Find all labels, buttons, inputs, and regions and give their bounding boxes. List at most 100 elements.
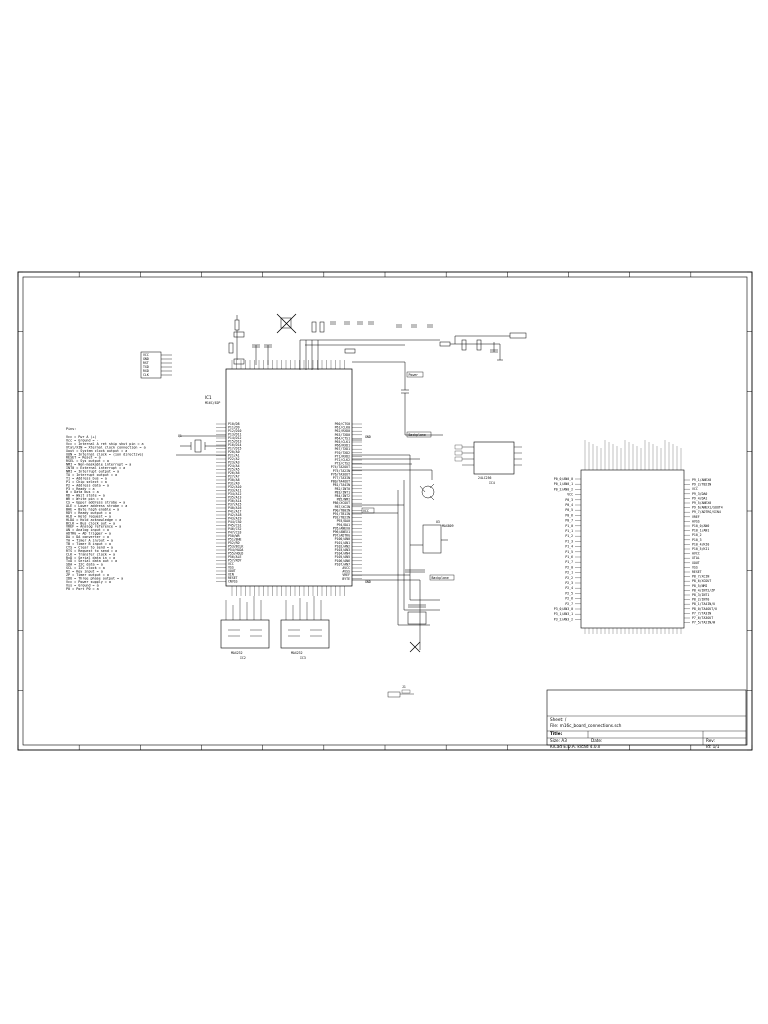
pinout-right-label: P10_0/AN0 (692, 524, 709, 528)
pinout-left-label: P1_7 (565, 560, 573, 564)
tb-rev: Rev: (706, 738, 715, 743)
pinout-left-label: P1_4 (565, 545, 573, 549)
mcu-ref: IC1 (205, 395, 212, 400)
mcu-left-pin: P10/D8 (228, 422, 240, 426)
mcu-left-pin: P27/A7 (228, 475, 240, 479)
pinout-left-label: P1_0 (565, 524, 573, 528)
note-line: SDA = I2C data = a (66, 563, 103, 567)
eeprom-ic4: 24LC256 IC4 (454, 441, 522, 485)
jumper-label: J1 (402, 685, 406, 689)
pinout-left-label: P3_2/AN3_2 (554, 617, 573, 621)
mcu-left-pin: XOUT (228, 569, 236, 573)
note-line: RD = Wait state = a (66, 494, 105, 498)
pinout-left-label: P2_0 (565, 565, 573, 569)
mcu-right-pin: P90/TB0IN (333, 508, 350, 512)
pinout-right-label: P9_2/TB2IN (692, 483, 711, 487)
mcu-right-pin: P75/TA2IN (333, 469, 350, 473)
mcu-right-pin: P95/ANEX0 (333, 526, 350, 530)
pinout-left-label: P2_6 (565, 597, 573, 601)
net-backplane-2: Backplane (432, 576, 449, 580)
mcu-left-pin: P35/A13 (228, 496, 242, 500)
note-line: Vcc = Power supply = a (66, 580, 111, 584)
label-box (233, 331, 245, 338)
mcu-left-pin: P55/HOLD (228, 552, 243, 556)
tb-file: File: m16c_board_connections.sch (550, 723, 622, 728)
mcu-left-pin: P47/CS3 (228, 531, 242, 535)
pinout-right-label: XTAL (692, 556, 700, 560)
tb-id: Id: 1/1 (706, 744, 720, 749)
pinout-left-label: P3_1/AN3_1 (554, 612, 573, 616)
note-line: TO = Interrupt output = a (66, 473, 117, 477)
pinout-right-label: P10_3 (692, 538, 702, 542)
note-line: Vcc = Pwr A (+) (66, 435, 97, 439)
right-wiring (352, 361, 448, 653)
note-line: BHE = Byte high enable = a (66, 507, 119, 511)
mcu-left-pin: P33/A11 (228, 489, 242, 493)
crystal-label: Q1 (178, 434, 182, 438)
mcu-right-pin: P103/AN3 (335, 548, 350, 552)
pinout-left-label: P1_5 (565, 550, 573, 554)
net-vcc: VCC (363, 509, 369, 513)
sheet-frame (17, 271, 753, 751)
pinout-right-label: P10_1/AN1 (692, 529, 709, 533)
resistor-r2 (228, 342, 234, 354)
pinout-left-label: P0_2/AN0_2 (554, 487, 573, 491)
note-line: IDU = Three phase output = a (66, 576, 123, 580)
note-line: RTS = Request to send = a (66, 549, 117, 553)
rs232-ic2: MAX232 IC2 (220, 596, 270, 660)
net-backplane-1: Backplane (409, 433, 426, 437)
mcu-left-pin: CNVSS (228, 580, 238, 584)
mcu-left-pin: P57/RDY (228, 559, 242, 563)
pinout-right-label: P8_6/XCOUT (692, 579, 711, 583)
note-line: CTS = Clear to send = a (66, 545, 113, 549)
note-line: ALE = Lower address strobe = a (66, 504, 127, 508)
note-line: TA = Timer A in/out = a (66, 539, 113, 543)
mcu-right-pin: P85/NMI (337, 498, 351, 502)
reset-ic-part: MAX809 (442, 524, 454, 528)
pinout-right-label: P9_4/DA1 (692, 496, 707, 500)
note-line: RSEL = Sys output = a (66, 459, 109, 463)
note-line: TB = Timer B input = a (66, 542, 111, 546)
mcu-right-pin: P104/AN4 (335, 552, 350, 556)
pinout-right-label: VREF (692, 515, 700, 519)
note-line: T1 = Address bus = a (66, 476, 107, 480)
mcu-left-pin: P53/BCLK (228, 545, 243, 549)
mcu-left-pin: P51/BHE (228, 538, 242, 542)
pinout-left-label: P0_0/AN0_0 (554, 477, 573, 481)
pinout-right-label: P9_3/DA0 (692, 492, 707, 496)
mcu-right-pin: P77/TA3IN (333, 476, 350, 480)
mcu-right-pin: P76/TA3OUT (331, 472, 350, 476)
mcu-left-pin: P14/D12 (228, 436, 242, 440)
mcu-left-pin: P11/D9 (228, 426, 240, 430)
mcu-left-pin: P24/A4 (228, 464, 240, 468)
pinout-left-label: P0_4 (565, 503, 573, 507)
mcu-right-pin: P82/INT0 (335, 487, 350, 491)
pinout-right-label: VCC (692, 487, 698, 491)
mcu-right-pin: P86/XCOUT (333, 501, 350, 505)
mcu-right-pin: P72/CLK2 (335, 458, 350, 462)
pinout-left-label: P2_5 (565, 591, 573, 595)
mcu-right-pin: P67/TXD1 (335, 447, 350, 451)
pinout-left-label: P3_0/AN3_0 (554, 607, 573, 611)
rs232-2-ref: IC3 (300, 656, 306, 660)
rs232-1-ref: IC2 (240, 656, 246, 660)
pinout-right-label: P8_2/INT0 (692, 598, 709, 602)
mcu-right-pin: P107/AN7 (335, 562, 350, 566)
mcu-right-pin: P62/RXD0 (335, 429, 350, 433)
mcu-left-pin: P37/A15 (228, 503, 242, 507)
mcu-right-pin: AVSS (342, 570, 350, 574)
note-line: Xout = System clock output = a (66, 449, 127, 453)
mcu-right-pin: P83/INT1 (335, 490, 350, 494)
mcu-left-pin: P32/A10 (228, 485, 242, 489)
mcu-left-pin: RESET (228, 576, 238, 580)
note-line: NMI = Non-maskable interrupt = a (66, 463, 131, 467)
note-line: RDY = Ready output = a (66, 511, 111, 515)
mcu-right-pin: P70/TXD2 (335, 451, 350, 455)
mcu-right-pin: P71/RXD2 (335, 454, 350, 458)
pinout-right-label: P9_7/ADTRG/SIN4 (692, 510, 721, 514)
mcu-right-pin: P97/ADTRG (333, 534, 350, 538)
pinout-right-label: P10_5/KI1 (692, 547, 709, 551)
tb-date: Date: (591, 738, 602, 743)
pin-notes: Pins: Vcc = Pwr A (+)Vcc = Ground = -Vcc… (66, 427, 146, 591)
